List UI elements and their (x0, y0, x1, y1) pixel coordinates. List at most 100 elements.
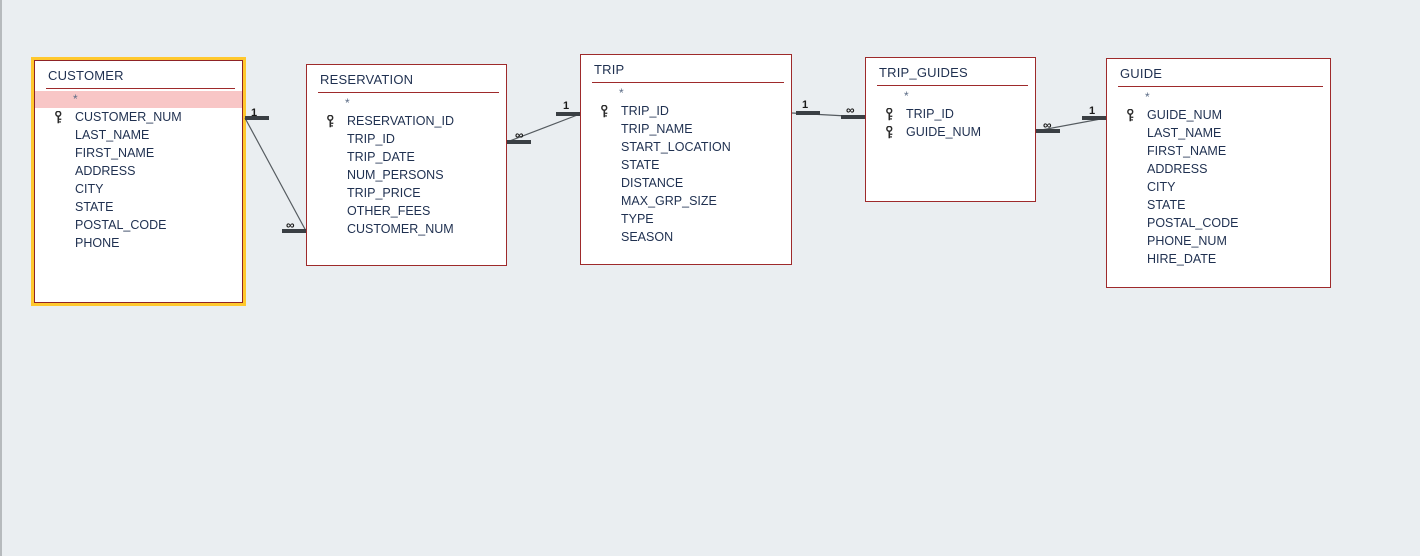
field-row[interactable]: PHONE_NUM (1107, 232, 1330, 250)
field-label: TRIP_PRICE (347, 186, 421, 200)
field-row[interactable]: TRIP_ID (581, 102, 791, 120)
field-label: POSTAL_CODE (75, 218, 167, 232)
relationship-customer-reservation[interactable] (244, 116, 307, 233)
field-label: STATE (621, 158, 660, 172)
field-row[interactable]: TYPE (581, 210, 791, 228)
field-row[interactable]: STATE (1107, 196, 1330, 214)
field-all-columns[interactable]: * (904, 89, 909, 103)
relationship-stub-to (556, 112, 580, 116)
field-label: TRIP_ID (906, 107, 954, 121)
field-row[interactable]: GUIDE_NUM (1107, 106, 1330, 124)
field-label: TRIP_ID (621, 104, 669, 118)
field-label: DISTANCE (621, 176, 684, 190)
field-label: HIRE_DATE (1147, 252, 1217, 266)
field-row[interactable]: CITY (1107, 178, 1330, 196)
field-row[interactable]: POSTAL_CODE (35, 216, 242, 234)
table-title-divider (877, 85, 1028, 86)
field-row[interactable]: ADDRESS (35, 162, 242, 180)
field-row[interactable]: MAX_GRP_SIZE (581, 192, 791, 210)
field-label: MAX_GRP_SIZE (621, 194, 717, 208)
cardinality-one-reservation-trip: 1 (563, 100, 570, 112)
field-row[interactable]: STATE (35, 198, 242, 216)
field-row[interactable]: SEASON (581, 228, 791, 246)
field-label: ADDRESS (1147, 162, 1208, 176)
table-box-guide[interactable]: GUIDE * GUIDE_NUM LAST_NAME FIRST_NAME ADDRES… (1106, 58, 1331, 288)
field-row[interactable]: NUM_PERSONS (307, 166, 506, 184)
field-label: NUM_PERSONS (347, 168, 444, 182)
field-all-columns[interactable]: * (1145, 90, 1150, 104)
field-label: START_LOCATION (621, 140, 731, 154)
field-label: RESERVATION_ID (347, 114, 454, 128)
table-title-divider (318, 92, 499, 93)
field-list: * CUSTOMER_NUM LAST_NAME FIRST_NAME ADDRESS C… (35, 89, 242, 252)
field-label: LAST_NAME (75, 128, 150, 142)
table-box-trip[interactable]: TRIP * TRIP_ID TRIP_NAME START_LOCATION STATE… (580, 54, 792, 265)
field-row[interactable]: CITY (35, 180, 242, 198)
table-title: TRIP (594, 62, 625, 77)
field-label: SEASON (621, 230, 674, 244)
cardinality-one-trip-tripguides: 1 (802, 99, 809, 111)
field-label: PHONE (75, 236, 120, 250)
field-row[interactable]: RESERVATION_ID (307, 112, 506, 130)
field-row[interactable]: LAST_NAME (35, 126, 242, 144)
field-label: CUSTOMER_NUM (75, 110, 182, 124)
cardinality-many-customer-reservation: ∞ (286, 218, 295, 232)
field-label: TYPE (621, 212, 654, 226)
table-title: RESERVATION (320, 72, 414, 87)
field-row[interactable]: FIRST_NAME (1107, 142, 1330, 160)
field-row[interactable]: ADDRESS (1107, 160, 1330, 178)
field-row[interactable]: STATE (581, 156, 791, 174)
field-row[interactable]: TRIP_DATE (307, 148, 506, 166)
field-label: GUIDE_NUM (906, 125, 982, 139)
field-list: * RESERVATION_ID TRIP_ID TRIP_DATE NUM_PERSO… (307, 93, 506, 238)
table-title: CUSTOMER (48, 68, 124, 83)
field-label: CITY (1147, 180, 1176, 194)
field-label: TRIP_DATE (347, 150, 415, 164)
relationship-line (244, 117, 307, 232)
field-row[interactable]: HIRE_DATE (1107, 250, 1330, 268)
field-row[interactable]: LAST_NAME (1107, 124, 1330, 142)
field-row[interactable]: CUSTOMER_NUM (307, 220, 506, 238)
table-box-customer[interactable]: CUSTOMER * CUSTOMER_NUM LAST_NAME FIRST_NAME… (31, 57, 246, 306)
table-box-reservation[interactable]: RESERVATION * RESERVATION_ID TRIP_ID TRIP_DA… (306, 64, 507, 266)
field-label: LAST_NAME (1147, 126, 1222, 140)
field-row[interactable]: FIRST_NAME (35, 144, 242, 162)
field-label: ADDRESS (75, 164, 136, 178)
field-label: OTHER_FEES (347, 204, 431, 218)
field-label: GUIDE_NUM (1147, 108, 1223, 122)
field-row[interactable]: OTHER_FEES (307, 202, 506, 220)
field-label: TRIP_ID (347, 132, 395, 146)
field-list: * GUIDE_NUM LAST_NAME FIRST_NAME ADDRESS CITY… (1107, 87, 1330, 268)
field-row[interactable]: TRIP_NAME (581, 120, 791, 138)
primary-key-icon (886, 108, 893, 121)
field-label: TRIP_NAME (621, 122, 693, 136)
primary-key-icon (601, 105, 608, 118)
field-all-columns[interactable]: * (35, 91, 242, 108)
field-all-columns[interactable]: * (345, 96, 350, 110)
table-title: GUIDE (1120, 66, 1163, 81)
field-row[interactable]: PHONE (35, 234, 242, 252)
field-list: * TRIP_ID GUIDE_NUM (866, 86, 1035, 141)
field-row[interactable]: START_LOCATION (581, 138, 791, 156)
field-label: FIRST_NAME (75, 146, 155, 160)
cardinality-one-tripguides-guide: 1 (1089, 105, 1096, 117)
field-row[interactable]: POSTAL_CODE (1107, 214, 1330, 232)
field-row[interactable]: TRIP_ID (866, 105, 1035, 123)
field-label: STATE (1147, 198, 1186, 212)
field-label: STATE (75, 200, 114, 214)
field-list: * TRIP_ID TRIP_NAME START_LOCATION STATE DIST… (581, 83, 791, 246)
field-all-columns[interactable]: * (619, 86, 624, 100)
field-row[interactable]: CUSTOMER_NUM (35, 108, 242, 126)
field-row[interactable]: TRIP_PRICE (307, 184, 506, 202)
field-row[interactable]: TRIP_ID (307, 130, 506, 148)
field-row[interactable]: DISTANCE (581, 174, 791, 192)
field-label: PHONE_NUM (1147, 234, 1227, 248)
primary-key-icon (886, 126, 893, 139)
cardinality-many-tripguides-guide: ∞ (1043, 118, 1052, 132)
window-left-edge (0, 0, 2, 556)
table-title-divider (592, 82, 784, 83)
primary-key-icon (327, 115, 334, 128)
field-row[interactable]: GUIDE_NUM (866, 123, 1035, 141)
